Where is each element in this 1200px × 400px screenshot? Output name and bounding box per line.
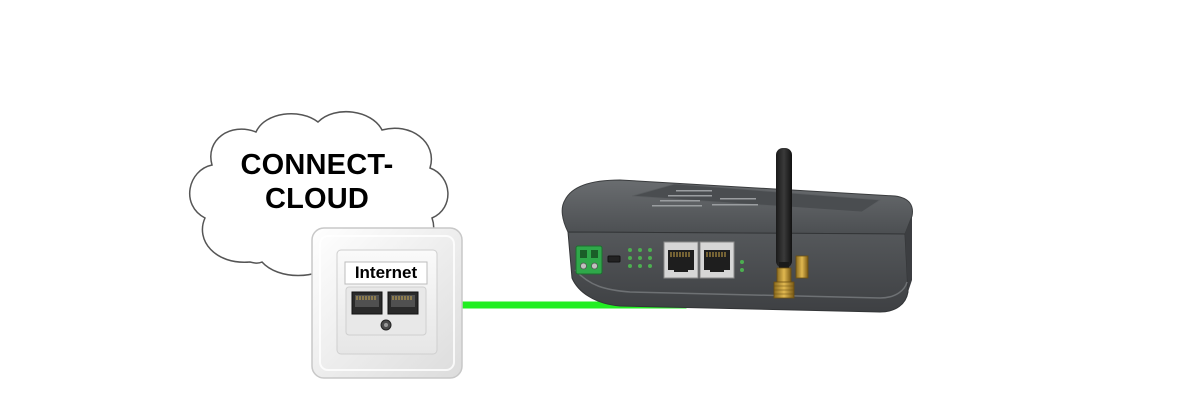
router-port-2 (700, 242, 734, 278)
power-terminal (576, 246, 602, 274)
usb-port (608, 256, 620, 262)
socket-label: Internet (345, 262, 427, 284)
cloud-label-line2: CLOUD (212, 182, 422, 216)
socket-port-right (388, 292, 418, 314)
cloud-label: CONNECT- CLOUD (212, 148, 422, 216)
status-leds (628, 248, 652, 268)
socket-port-left (352, 292, 382, 314)
wall-socket-icon (312, 228, 462, 378)
cloud-label-line1: CONNECT- (212, 148, 422, 182)
router-icon (562, 148, 912, 312)
router-port-1 (664, 242, 698, 278)
